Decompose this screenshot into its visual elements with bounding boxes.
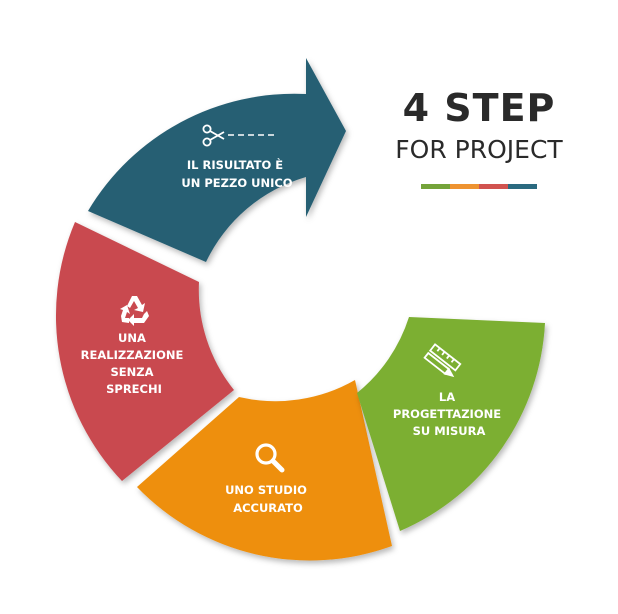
scissors-icon (202, 124, 274, 147)
color-bar-segment-orange (450, 184, 479, 189)
step-label-zero-waste-line-3: SENZA (110, 365, 153, 379)
page-title: 4 STEP (402, 86, 556, 130)
step-label-zero-waste-line-1: UNA (118, 331, 146, 345)
recycle-icon (120, 296, 149, 326)
step-label-study: UNO STUDIO ACCURATO (225, 483, 311, 515)
step-segment-study (137, 380, 392, 561)
step-label-zero-waste-line-2: REALIZZAZIONE (81, 348, 184, 362)
step-label-design: LA PROGETTAZIONE SU MISURA (393, 390, 505, 438)
step-label-design-line-3: SU MISURA (413, 424, 486, 438)
step-label-design-line-2: PROGETTAZIONE (393, 407, 501, 421)
step-label-study-line-2: ACCURATO (233, 501, 303, 515)
page-subtitle: FOR PROJECT (395, 135, 563, 164)
color-bar-segment-teal (508, 184, 537, 189)
step-label-study-line-1: UNO STUDIO (225, 483, 307, 497)
step-segment-zero-waste (55, 222, 235, 481)
step-label-design-line-1: LA (439, 390, 455, 404)
pencil-ruler-icon (423, 343, 462, 378)
step-label-zero-waste: UNA REALIZZAZIONE SENZA SPRECHI (81, 331, 188, 396)
color-bar-segment-green (421, 184, 450, 189)
step-label-result-line-2: UN PEZZO UNICO (181, 176, 292, 190)
step-label-zero-waste-line-4: SPRECHI (106, 382, 162, 396)
magnifier-icon (255, 443, 285, 473)
step-segment-design (357, 317, 545, 531)
title-block: 4 STEP FOR PROJECT (372, 86, 586, 166)
color-bar (421, 184, 537, 189)
color-bar-segment-red (479, 184, 508, 189)
step-segment-result (88, 58, 346, 262)
step-label-result: IL RISULTATO È UN PEZZO UNICO (181, 157, 292, 190)
step-label-result-line-1: IL RISULTATO È (187, 157, 283, 172)
